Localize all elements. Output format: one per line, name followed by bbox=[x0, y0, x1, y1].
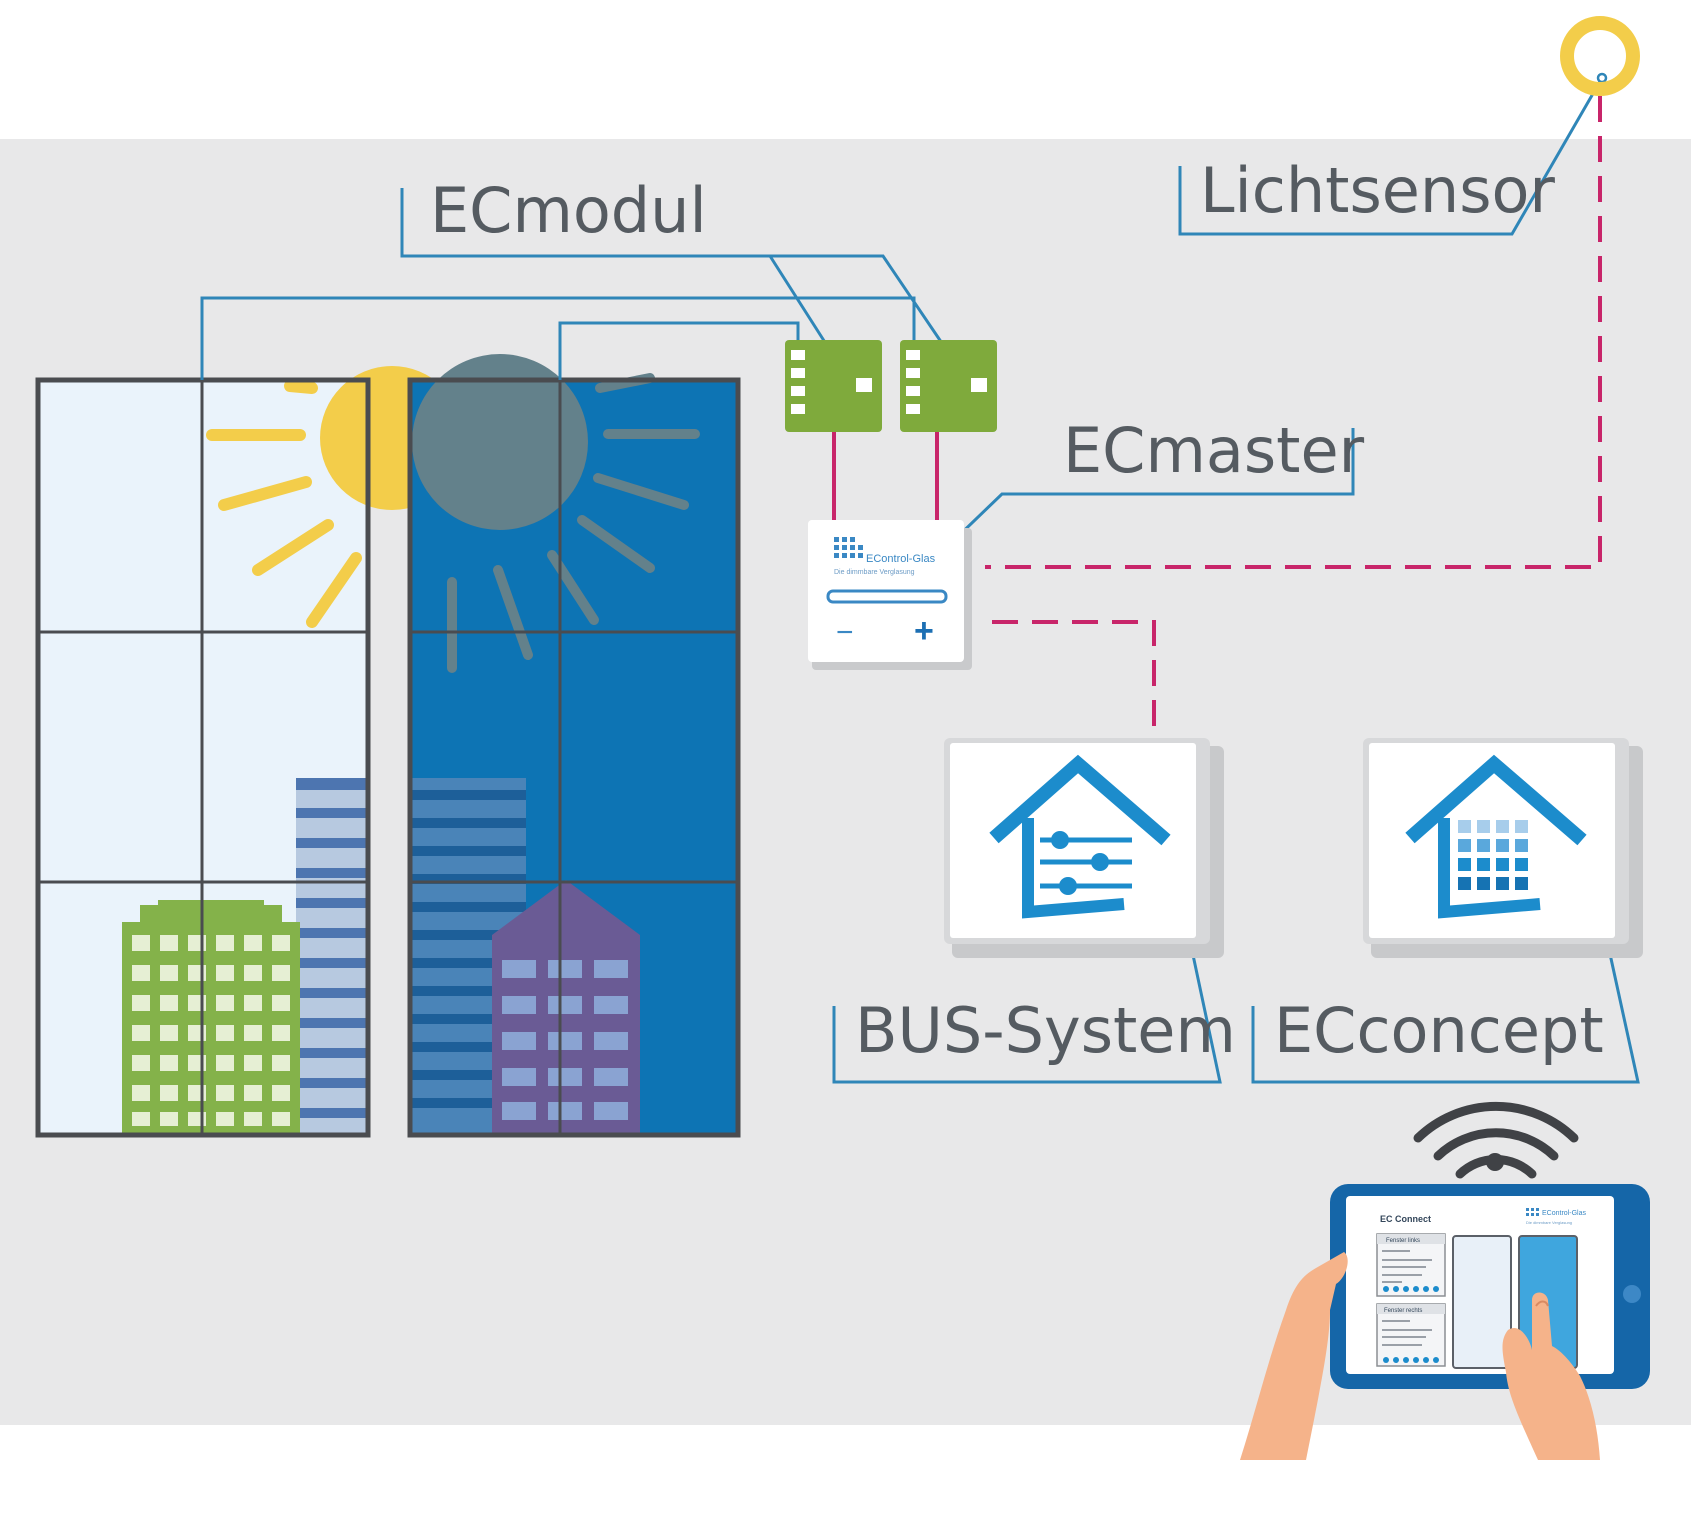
window-preview-clear[interactable] bbox=[1452, 1235, 1512, 1369]
label-bus-system: BUS-System bbox=[855, 994, 1236, 1067]
minus-button[interactable]: − bbox=[836, 616, 854, 649]
hand-icon bbox=[1240, 1252, 1600, 1460]
label-ecmodul: ECmodul bbox=[430, 174, 707, 247]
label-ecconcept: ECconcept bbox=[1274, 994, 1604, 1067]
ecmaster-brand: EControl-Glas bbox=[866, 553, 936, 565]
tablet-brand: EControl-Glas bbox=[1542, 1210, 1586, 1217]
tablet-tagline: Die dimmbare Verglasung bbox=[1526, 1220, 1572, 1225]
label-lichtsensor: Lichtsensor bbox=[1200, 154, 1555, 227]
panel-fenster-rechts[interactable]: Fenster rechts bbox=[1376, 1303, 1446, 1367]
panel-fenster-links[interactable]: Fenster links bbox=[1376, 1233, 1446, 1297]
ecmodul-device-2 bbox=[900, 340, 997, 432]
building-purple bbox=[492, 880, 640, 1133]
window-clear bbox=[35, 366, 464, 1138]
ecmodul-device-1 bbox=[785, 340, 882, 432]
label-ecmaster: ECmaster bbox=[1063, 414, 1365, 487]
panel-right-title: Fenster rechts bbox=[1384, 1308, 1422, 1314]
ecmaster-device: EControl-Glas Die dimmbare Verglasung − … bbox=[808, 520, 972, 670]
ecconcept-panel bbox=[1363, 738, 1643, 958]
wiring-pink bbox=[832, 96, 1602, 738]
panel-left-title: Fenster links bbox=[1386, 1238, 1420, 1244]
house-grid-icon bbox=[1405, 754, 1587, 919]
brightness-slider[interactable] bbox=[826, 589, 948, 604]
tablet-home-button[interactable] bbox=[1623, 1285, 1641, 1303]
tablet-app-title: EC Connect bbox=[1380, 1214, 1431, 1224]
bus-system-panel bbox=[944, 738, 1224, 958]
building-striped-tinted bbox=[412, 778, 526, 1133]
light-sensor-icon bbox=[1560, 16, 1640, 96]
window-tinted bbox=[407, 354, 741, 1138]
brand-logo-icon bbox=[834, 537, 863, 558]
ecmaster-tagline: Die dimmbare Verglasung bbox=[834, 569, 915, 576]
wiring-blue bbox=[200, 77, 1640, 1084]
wifi-icon bbox=[1413, 1101, 1579, 1179]
sun-dimmed-icon bbox=[412, 354, 700, 673]
building-green bbox=[122, 900, 300, 1133]
tablet: EC Connect EControl-Glas Die dimmbare Ve… bbox=[1330, 1184, 1650, 1389]
building-striped bbox=[296, 778, 366, 1133]
plus-button[interactable]: + bbox=[914, 612, 934, 650]
house-sliders-icon bbox=[989, 754, 1171, 919]
